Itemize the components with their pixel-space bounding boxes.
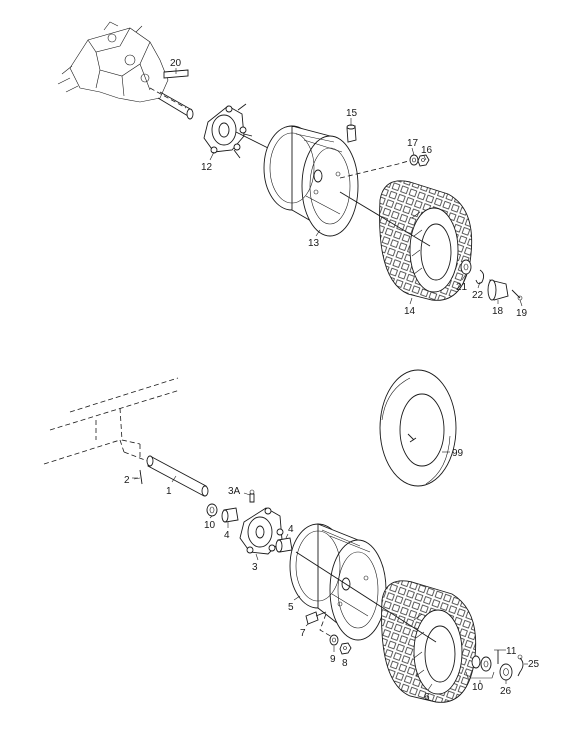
leader-3a [243,492,251,496]
clip-part-22 [475,269,485,285]
nut-part-8 [339,642,352,655]
upper-fastener-path [339,159,413,179]
leader-12 [209,151,215,161]
callout-8: 8 [342,658,348,669]
leader-4b [285,533,289,539]
callout-4-right: 4 [288,524,294,535]
callout-17: 17 [407,138,419,149]
washer-part-17 [409,154,419,166]
washer-part-10-left [206,503,218,517]
leader-3 [255,553,259,561]
callout-15: 15 [346,108,358,119]
callout-99: 99 [452,448,464,459]
cap-part-18 [487,279,509,301]
washer-part-26 [499,663,513,681]
leader-14 [409,297,413,305]
transaxle-housing [57,21,169,103]
leader-10a [209,515,213,519]
callout-18: 18 [492,306,504,317]
leader-7 [305,623,309,627]
leader-17 [411,147,415,156]
wheel-hub-part-3 [239,507,284,555]
callout-7: 7 [300,628,306,639]
bearing-part-4-left [221,507,239,523]
pin-part-19 [511,289,523,301]
callout-21: 21 [456,282,468,293]
leader-21 [461,273,467,281]
leader-5 [293,595,301,601]
callout-3: 3 [252,562,258,573]
grease-fitting-part-3A [249,489,255,503]
lower-wheel-assembly: 2 1 3A 10 4 4 3 5 7 9 8 11 25 10 26 6 [43,377,540,703]
callout-25: 25 [528,659,540,670]
upper-axle-through [339,191,431,247]
leader-22 [477,281,481,289]
bearing-part-4-right [275,537,293,553]
callout-10-right: 10 [472,682,484,693]
clip-part-25 [517,654,524,677]
bolt-part-7 [305,611,327,625]
tire-part-14 [379,180,473,301]
callout-12: 12 [201,162,213,173]
washer-part-9 [329,634,339,646]
callout-10-left: 10 [204,520,216,531]
upper-axle-shaft [149,87,194,120]
wheel-rim-part-5 [289,523,387,641]
frame-phantom [43,377,181,465]
inner-tube-part-99: 99 [379,369,464,487]
leader-2 [133,477,141,480]
callout-5: 5 [288,602,294,613]
callout-6: 6 [424,692,430,703]
washer-part-21 [460,259,472,275]
callout-20: 20 [170,58,182,69]
leader-19 [519,299,523,307]
tire-part-6 [381,580,477,703]
lower-axle-through [295,551,437,643]
wheel-hub-part-12 [203,103,269,159]
bracket-10 [465,671,495,679]
nut-part-16 [417,154,430,167]
callout-9: 9 [330,654,336,665]
lower-fastener-path [319,613,335,639]
washer-part-10-right [471,655,492,672]
callout-4-left: 4 [224,530,230,541]
callout-26: 26 [500,686,512,697]
callout-14: 14 [404,306,416,317]
pin-part-11 [494,649,502,664]
pin-part-2 [132,469,143,485]
callout-13: 13 [308,238,320,249]
leader-16 [423,155,427,161]
valve-stem-part-15 [346,124,357,143]
leader-13 [315,229,321,237]
callout-16: 16 [421,145,433,156]
wheel-rim-part-13 [263,125,359,237]
callout-22: 22 [472,290,484,301]
leader-1 [171,475,177,483]
callout-1: 1 [166,486,172,497]
callout-11: 11 [506,646,517,657]
leader-6 [427,683,433,691]
upper-wheel-assembly: 20 12 15 17 16 13 14 21 22 18 19 [57,21,528,319]
callout-2: 2 [124,475,130,486]
callout-3a: 3A [228,486,241,497]
callout-19: 19 [516,308,528,319]
axle-part-1 [146,455,209,497]
